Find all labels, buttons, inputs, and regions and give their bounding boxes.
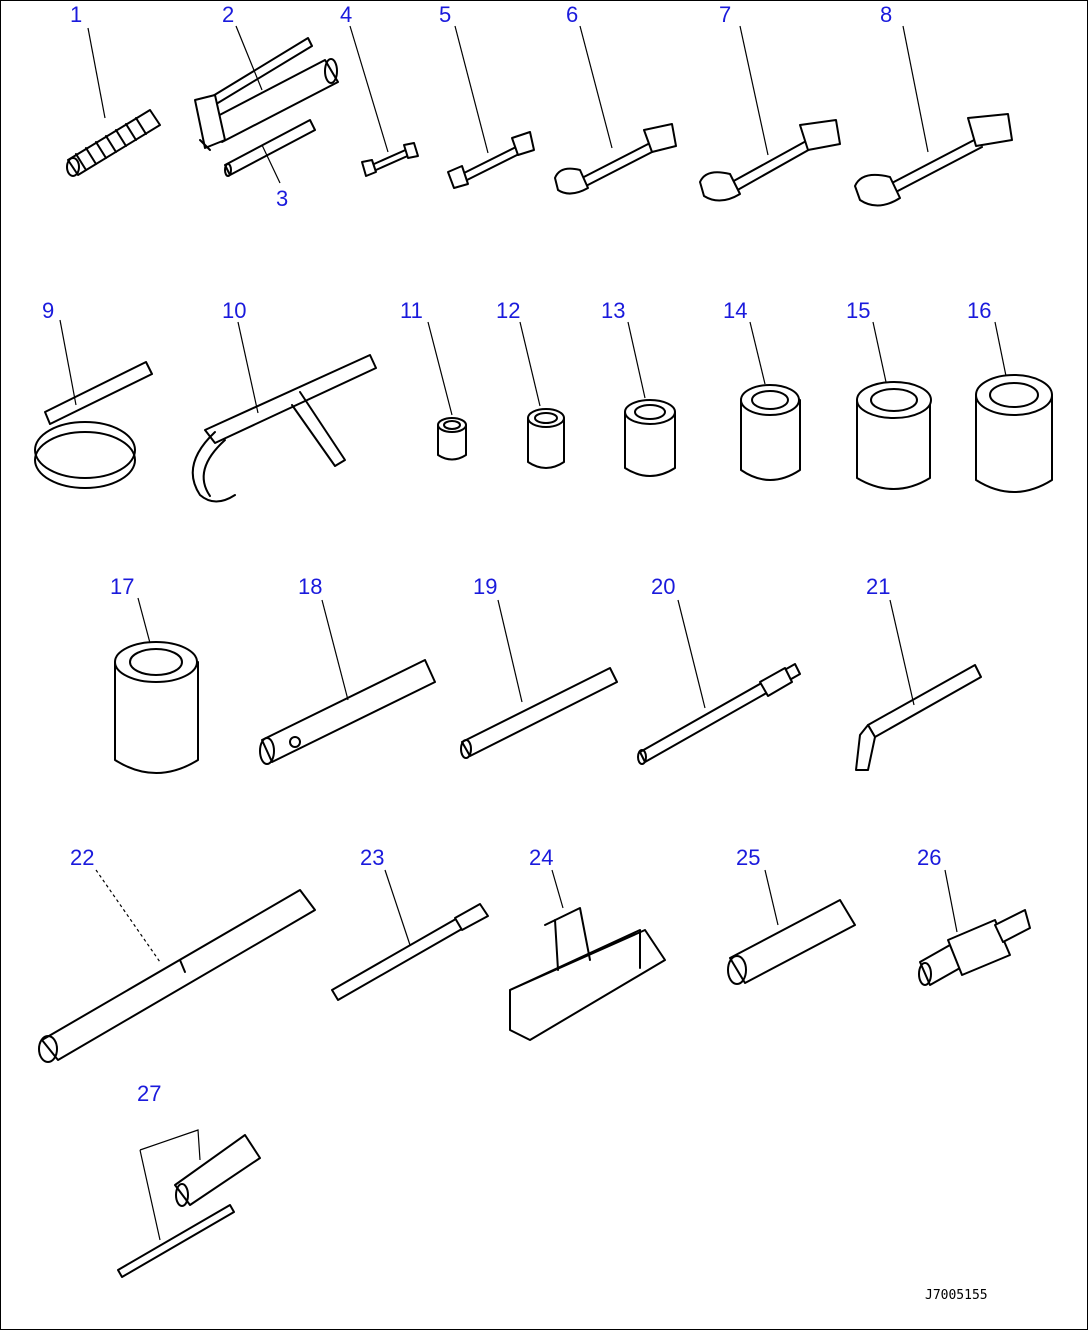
leader-3 (261, 144, 281, 184)
leader-22 (95, 869, 161, 963)
part-11-socket (437, 417, 467, 461)
leader-1 (87, 27, 106, 119)
part-16-socket (975, 374, 1053, 493)
part-14-socket (740, 384, 801, 481)
part-20-extension (637, 663, 801, 765)
label-7: 7 (719, 2, 731, 27)
leader-2 (235, 25, 263, 91)
leader-20 (677, 599, 706, 709)
label-8: 8 (880, 2, 892, 27)
part-2-grease-gun (194, 37, 339, 151)
leader-26 (944, 869, 958, 933)
label-24: 24 (529, 845, 553, 870)
part-9-filter-wrench (34, 361, 153, 489)
leader-11 (427, 321, 453, 416)
leader-21 (889, 599, 915, 706)
leader-8 (902, 25, 929, 153)
part-23-gauge (331, 903, 489, 1001)
label-12: 12 (496, 298, 520, 323)
leader-14 (749, 321, 766, 385)
part-12-socket (527, 408, 565, 469)
label-5: 5 (439, 2, 451, 27)
label-13: 13 (601, 298, 625, 323)
label-14: 14 (723, 298, 747, 323)
drawing-code: J7005155 (925, 1288, 988, 1303)
leader-27 (139, 1129, 201, 1241)
part-24-tool-bag (509, 907, 666, 1041)
label-23: 23 (360, 845, 384, 870)
part-3-tube (224, 119, 316, 177)
leader-10 (237, 321, 259, 414)
label-27: 27 (137, 1081, 161, 1106)
label-6: 6 (566, 2, 578, 27)
label-25: 25 (736, 845, 760, 870)
part-17-socket (114, 641, 199, 774)
part-21-l-handle (855, 664, 982, 771)
label-17: 17 (110, 574, 134, 599)
part-26-adapter (918, 909, 1031, 986)
label-10: 10 (222, 298, 246, 323)
label-22: 22 (70, 845, 94, 870)
label-9: 9 (42, 298, 54, 323)
label-21: 21 (866, 574, 890, 599)
part-5-wrench (447, 131, 535, 189)
leader-15 (872, 321, 887, 383)
part-25-plug-socket (727, 899, 856, 985)
leader-5 (454, 25, 489, 154)
label-2: 2 (222, 2, 234, 27)
part-22-bar (38, 889, 316, 1063)
part-27-screwdriver (117, 1134, 261, 1278)
label-19: 19 (473, 574, 497, 599)
label-26: 26 (917, 845, 941, 870)
part-15-socket (856, 381, 932, 490)
leader-19 (497, 599, 523, 703)
label-11: 11 (400, 298, 423, 323)
leader-17 (137, 597, 151, 644)
part-8-wrench (854, 113, 1013, 207)
leader-13 (627, 321, 646, 399)
leader-4 (349, 25, 389, 153)
part-10-chain-wrench (191, 354, 377, 503)
leader-7 (739, 25, 769, 156)
part-4-wrench (361, 142, 419, 177)
label-4: 4 (340, 2, 352, 27)
label-3: 3 (276, 186, 288, 211)
part-6-wrench (554, 123, 677, 195)
part-1-spring (66, 109, 161, 177)
leader-12 (519, 321, 541, 407)
leader-23 (384, 869, 411, 946)
label-16: 16 (967, 298, 991, 323)
leader-6 (579, 25, 613, 149)
part-13-socket (624, 399, 676, 477)
part-18-extension (259, 659, 436, 765)
leader-16 (994, 321, 1007, 377)
label-20: 20 (651, 574, 675, 599)
label-18: 18 (298, 574, 322, 599)
leader-24 (551, 869, 564, 909)
part-7-wrench (699, 119, 841, 202)
part-19-extension (460, 667, 618, 759)
leader-18 (321, 599, 349, 701)
leader-9 (59, 319, 77, 406)
label-1: 1 (70, 2, 82, 27)
label-15: 15 (846, 298, 870, 323)
leader-25 (764, 869, 779, 926)
